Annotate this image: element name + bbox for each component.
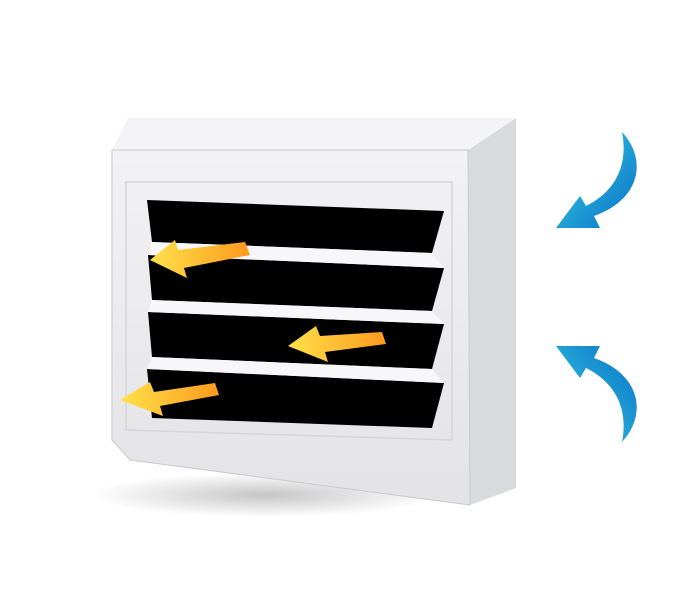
warm-air-outflow-arrow-icon <box>150 240 250 278</box>
housing-side-panel <box>468 118 516 505</box>
fresh-air-inflow-arrow-icon <box>556 346 637 442</box>
louver-slot-4 <box>147 369 444 428</box>
warm-air-outflow-arrow-icon <box>120 382 219 416</box>
housing-inner-frame <box>125 181 453 441</box>
louver-blade-3 <box>147 357 444 383</box>
louver-slot-1 <box>147 200 444 253</box>
louver-slot-2 <box>148 255 444 311</box>
fresh-air-inflow-arrow-icon <box>556 132 637 228</box>
warm-air-outflow-arrow-icon <box>288 326 386 362</box>
louver-blade-2 <box>148 300 444 324</box>
housing-top-bevel <box>112 118 516 150</box>
